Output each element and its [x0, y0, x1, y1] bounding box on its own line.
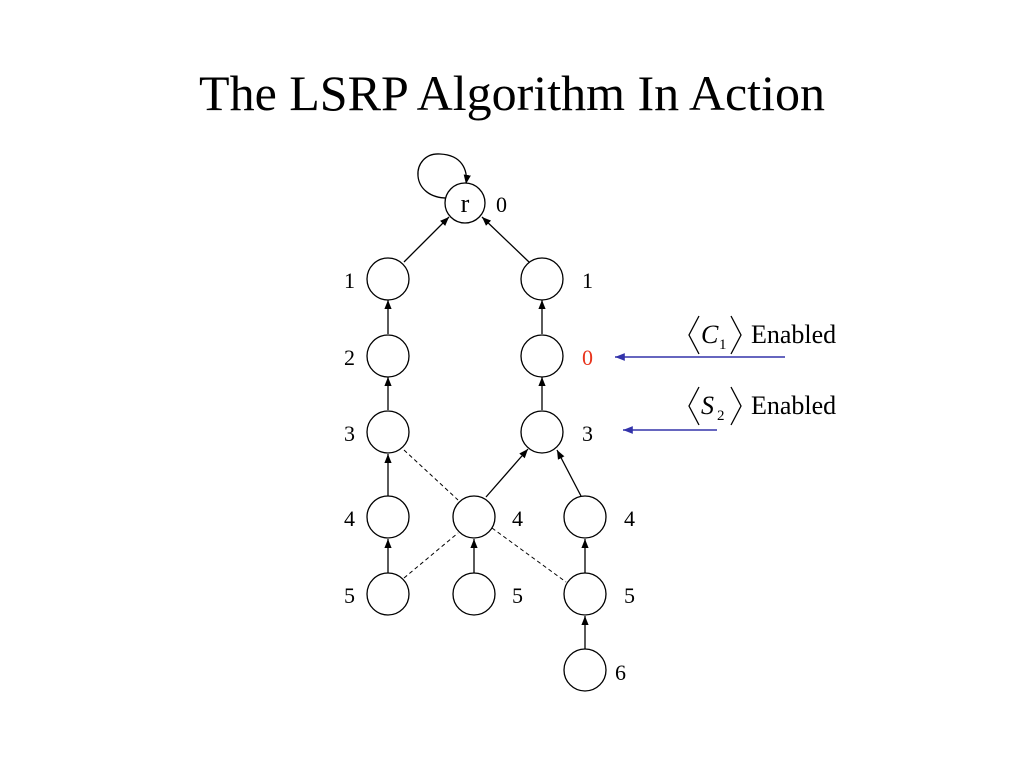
- annotation-s2-symbol: S: [701, 391, 714, 420]
- annotation-s2-subscript: 2: [717, 408, 725, 424]
- annotation-s2-enabled: S 2 Enabled: [688, 386, 836, 426]
- root-self-loop-edge: [417, 153, 471, 199]
- node-right-1: [520, 257, 564, 301]
- distance-left-4: 4: [344, 506, 355, 531]
- annotation-c1-symbol: C: [701, 320, 719, 349]
- distance-right-2: 0: [582, 345, 593, 370]
- right-angle-bracket-icon: [730, 386, 742, 426]
- annotation-c1-enabled: C 1 Enabled: [688, 315, 836, 355]
- node-left-2: [366, 334, 410, 378]
- edge-right1-to-root: [481, 216, 530, 263]
- node-left-4: [366, 495, 410, 539]
- node-rr-6: [563, 648, 607, 692]
- edge-mid4-to-right3: [485, 448, 529, 498]
- distance-mid-4: 4: [512, 506, 523, 531]
- dashed-edge-left3-mid4: [403, 449, 459, 501]
- node-rr-5: [563, 572, 607, 616]
- distance-left-1: 1: [344, 268, 355, 293]
- node-left-1: [366, 257, 410, 301]
- page-title: The LSRP Algorithm In Action: [199, 65, 825, 121]
- node-mid-5: [452, 572, 496, 616]
- node-right-3: [520, 410, 564, 454]
- annotation-s2-suffix: Enabled: [751, 391, 836, 420]
- distance-left-3: 3: [344, 421, 355, 446]
- distance-left-2: 2: [344, 345, 355, 370]
- annotation-c1-subscript: 1: [719, 337, 727, 353]
- dashed-edge-mid4-rr5: [491, 527, 567, 583]
- left-angle-bracket-icon: [688, 386, 700, 426]
- distance-rr-5: 5: [624, 583, 635, 608]
- right-angle-bracket-icon: [730, 315, 742, 355]
- edge-left1-to-root: [403, 216, 450, 263]
- node-left-3: [366, 410, 410, 454]
- distance-rr-4: 4: [624, 506, 635, 531]
- distance-rr-6: 6: [615, 660, 626, 685]
- node-root: [444, 182, 486, 224]
- node-mid-4: [452, 495, 496, 539]
- distance-right-3: 3: [582, 421, 593, 446]
- distance-mid-5: 5: [512, 583, 523, 608]
- distance-left-5: 5: [344, 583, 355, 608]
- distance-right-1: 1: [582, 268, 593, 293]
- annotation-c1-suffix: Enabled: [751, 320, 836, 349]
- dashed-edge-left5-mid4: [403, 532, 459, 579]
- node-right-2: [520, 334, 564, 378]
- edge-rr4-to-right3: [556, 449, 582, 497]
- left-angle-bracket-icon: [688, 315, 700, 355]
- root-label: r: [461, 189, 470, 218]
- node-left-5: [366, 572, 410, 616]
- node-rr-4: [563, 495, 607, 539]
- root-distance: 0: [496, 192, 507, 217]
